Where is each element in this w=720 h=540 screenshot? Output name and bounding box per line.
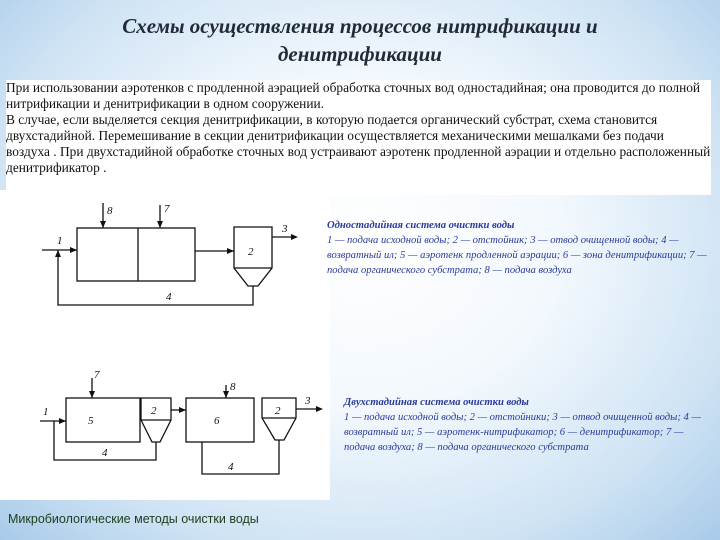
return-sludge-line-4 bbox=[57, 250, 254, 306]
legend-two-stage-text: 1 — подача исходной воды; 2 — отстойники… bbox=[344, 412, 701, 453]
return-sludge-line-4b bbox=[201, 440, 280, 475]
label-4: 4 bbox=[228, 461, 234, 473]
label-2: 2 bbox=[151, 405, 157, 417]
return-sludge-line-4a bbox=[53, 421, 157, 461]
label-4: 4 bbox=[102, 447, 108, 459]
label-7: 7 bbox=[94, 369, 100, 381]
legend-two-stage-heading: Двухстадийная система очистки воды bbox=[344, 397, 529, 408]
footer-caption: Микробиологические методы очистки воды bbox=[8, 512, 259, 526]
label-8: 8 bbox=[107, 205, 113, 217]
description-text: При использовании аэротенков с продленно… bbox=[6, 80, 711, 195]
label-7: 7 bbox=[164, 203, 170, 215]
legend-two-stage: Двухстадийная система очистки воды 1 — п… bbox=[344, 395, 714, 479]
legend-one-stage: Одностадийная система очистки воды 1 — п… bbox=[327, 218, 712, 302]
nitrifier-tank bbox=[65, 397, 141, 443]
label-2: 2 bbox=[275, 405, 281, 417]
paragraph-two-stage: В случае, если выделяется секция денитри… bbox=[6, 112, 711, 175]
paragraph-one-stage: При использовании аэротенков с продленно… bbox=[6, 80, 701, 111]
legend-one-stage-heading: Одностадийная система очистки воды bbox=[327, 220, 515, 231]
aerotank-tank bbox=[76, 227, 196, 282]
denitrifier-tank bbox=[185, 397, 255, 443]
legend-one-stage-text: 1 — подача исходной воды; 2 — отстойник;… bbox=[327, 235, 707, 276]
slide-title: Схемы осуществления процессов нитрификац… bbox=[122, 14, 598, 66]
label-3: 3 bbox=[304, 395, 311, 407]
label-2: 2 bbox=[248, 246, 254, 258]
label-3: 3 bbox=[281, 223, 288, 235]
label-8: 8 bbox=[230, 381, 236, 393]
label-6: 6 bbox=[214, 415, 220, 427]
process-diagrams: 1 8 7 2 3 4 1 7 5 2 6 8 2 3 4 4 bbox=[0, 190, 330, 500]
label-1: 1 bbox=[57, 235, 63, 247]
label-5: 5 bbox=[88, 415, 94, 427]
label-1: 1 bbox=[43, 406, 49, 418]
label-4: 4 bbox=[166, 291, 172, 303]
